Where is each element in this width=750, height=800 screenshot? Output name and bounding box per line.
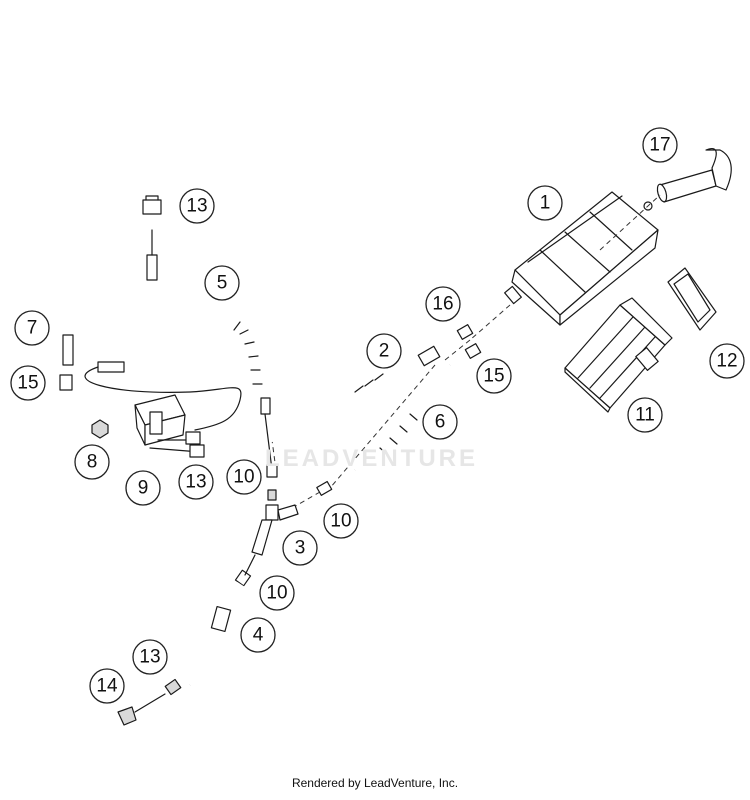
callout-10-upper: 10 — [226, 459, 262, 495]
callout-2: 2 — [366, 333, 402, 369]
callout-10-right: 10 — [323, 503, 359, 539]
bracket-part-12[interactable] — [667, 267, 717, 331]
clip-part-13-top[interactable] — [142, 195, 162, 215]
svg-text:10: 10 — [266, 583, 287, 604]
svg-text:17: 17 — [649, 135, 670, 156]
callout-1: 1 — [527, 185, 563, 221]
valve-part-9[interactable] — [134, 394, 205, 458]
hose-part-6[interactable] — [351, 360, 454, 474]
callout-13-top: 13 — [179, 188, 215, 224]
callout-13-middle: 13 — [178, 464, 214, 500]
clamp-part-15-right[interactable] — [464, 343, 482, 359]
hose-part-4[interactable] — [186, 554, 256, 690]
callout-14: 14 — [89, 668, 125, 704]
clamp-part-16[interactable] — [456, 324, 474, 340]
svg-text:12: 12 — [716, 351, 737, 372]
callout-12: 12 — [709, 343, 745, 379]
callout-16: 16 — [425, 286, 461, 322]
clamp-part-10-right[interactable] — [316, 480, 333, 496]
svg-text:3: 3 — [295, 538, 306, 559]
svg-text:9: 9 — [138, 478, 149, 499]
clip-part-13-lower[interactable] — [164, 678, 182, 696]
callout-15-left: 15 — [10, 365, 46, 401]
svg-text:4: 4 — [253, 625, 264, 646]
callout-7: 7 — [14, 310, 50, 346]
svg-text:6: 6 — [435, 412, 446, 433]
svg-text:2: 2 — [379, 341, 390, 362]
callout-15-right: 15 — [476, 358, 512, 394]
watermark-text: LEADVENTURE — [265, 445, 479, 472]
callout-10-lower: 10 — [259, 575, 295, 611]
svg-text:16: 16 — [432, 294, 453, 315]
callout-6: 6 — [422, 404, 458, 440]
hose-part-7[interactable] — [62, 285, 242, 431]
callout-13-lower: 13 — [132, 639, 168, 675]
svg-text:15: 15 — [17, 373, 38, 394]
svg-text:13: 13 — [186, 196, 207, 217]
canister-part-1[interactable] — [504, 191, 659, 326]
svg-text:11: 11 — [635, 405, 655, 426]
nut-part-8[interactable] — [91, 419, 109, 439]
svg-text:7: 7 — [27, 318, 38, 339]
callout-4: 4 — [240, 617, 276, 653]
callout-5: 5 — [204, 265, 240, 301]
clamp-part-15-left[interactable] — [59, 374, 73, 391]
svg-text:15: 15 — [483, 366, 504, 387]
holder-part-11[interactable] — [564, 297, 673, 413]
callout-11: 11 — [627, 397, 663, 433]
hose-part-2[interactable] — [239, 345, 441, 445]
svg-text:5: 5 — [217, 273, 228, 294]
svg-text:10: 10 — [330, 511, 351, 532]
t-connector-part-3[interactable] — [251, 504, 299, 556]
clamp-part-10-upper[interactable] — [266, 464, 278, 501]
svg-text:1: 1 — [540, 193, 551, 214]
elbow-hose-part-17[interactable] — [656, 147, 732, 203]
svg-text:14: 14 — [96, 676, 118, 697]
callout-8: 8 — [74, 444, 110, 480]
callout-9: 9 — [125, 470, 161, 506]
callout-17: 17 — [642, 127, 678, 163]
svg-text:8: 8 — [87, 452, 98, 473]
svg-text:13: 13 — [185, 472, 206, 493]
hose-part-5[interactable] — [146, 229, 273, 471]
callout-3: 3 — [282, 530, 318, 566]
cap-part-14[interactable] — [117, 693, 166, 726]
footer-credit: Rendered by LeadVenture, Inc. — [291, 776, 459, 790]
svg-text:10: 10 — [233, 467, 254, 488]
svg-text:13: 13 — [139, 647, 160, 668]
